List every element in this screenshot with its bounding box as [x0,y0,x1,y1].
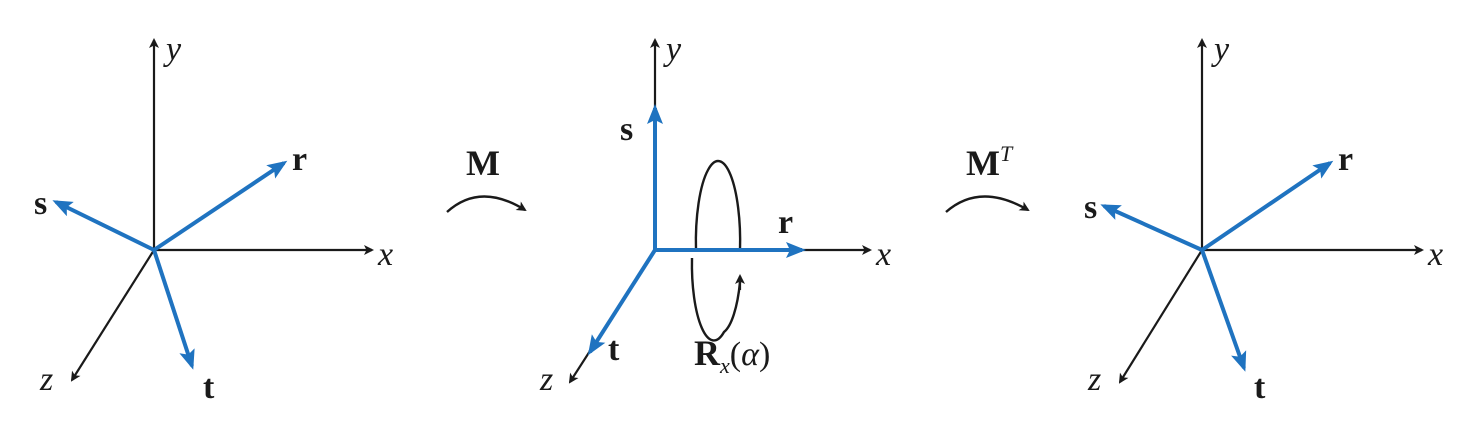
rotation-open-paren: ( [730,336,741,373]
transform-m: M [446,143,527,213]
t-label: t [1254,369,1266,406]
s-vector [1100,204,1203,252]
rotation-angle: α [741,336,760,373]
transform-mt-label: MT [966,141,1014,183]
z-axis-label: z [39,361,53,398]
curved-arrow-icon [446,195,527,213]
frame-middle: y x z s r t Rx(α) [539,31,891,398]
s-label: s [34,185,47,222]
z-axis [1118,249,1203,384]
transform-m-base: M [466,143,500,183]
r-label: r [1338,141,1353,178]
y-axis-label: y [663,31,682,68]
s-label: s [1084,189,1097,226]
curved-arrow-icon [945,195,1030,213]
t-label: t [608,331,620,368]
rotation-base: R [694,333,721,373]
t-vector [152,249,195,370]
rotation-loop-bottom [690,257,742,342]
rotation-subscript: x [719,353,730,378]
z-axis [70,249,155,382]
t-vector [587,248,657,356]
r-vector [152,160,288,252]
rotation-close-paren: ) [759,336,770,373]
y-axis-label: y [163,31,182,68]
z-axis-label: z [539,361,553,398]
s-label: s [620,111,633,148]
transform-m-label: M [466,143,500,183]
transform-mt-base: M [966,143,1000,183]
transform-m-transpose: MT [945,141,1030,213]
frame-right: y x z r s t [1084,31,1443,406]
t-label: t [203,369,215,406]
r-label: r [292,141,307,178]
r-vector [1200,160,1334,252]
frame-left: y x z r s t [34,31,393,406]
rotation-label: Rx(α) [694,333,770,378]
t-vector [1200,249,1247,372]
x-axis-label: x [875,236,891,273]
rotation-loop-icon [694,159,742,251]
s-vector [52,200,155,252]
x-axis-label: x [1427,236,1443,273]
transform-mt-superscript: T [1000,141,1014,166]
y-axis-label: y [1211,31,1230,68]
x-axis-label: x [377,236,393,273]
r-label: r [778,204,793,241]
z-axis-label: z [1087,361,1101,398]
